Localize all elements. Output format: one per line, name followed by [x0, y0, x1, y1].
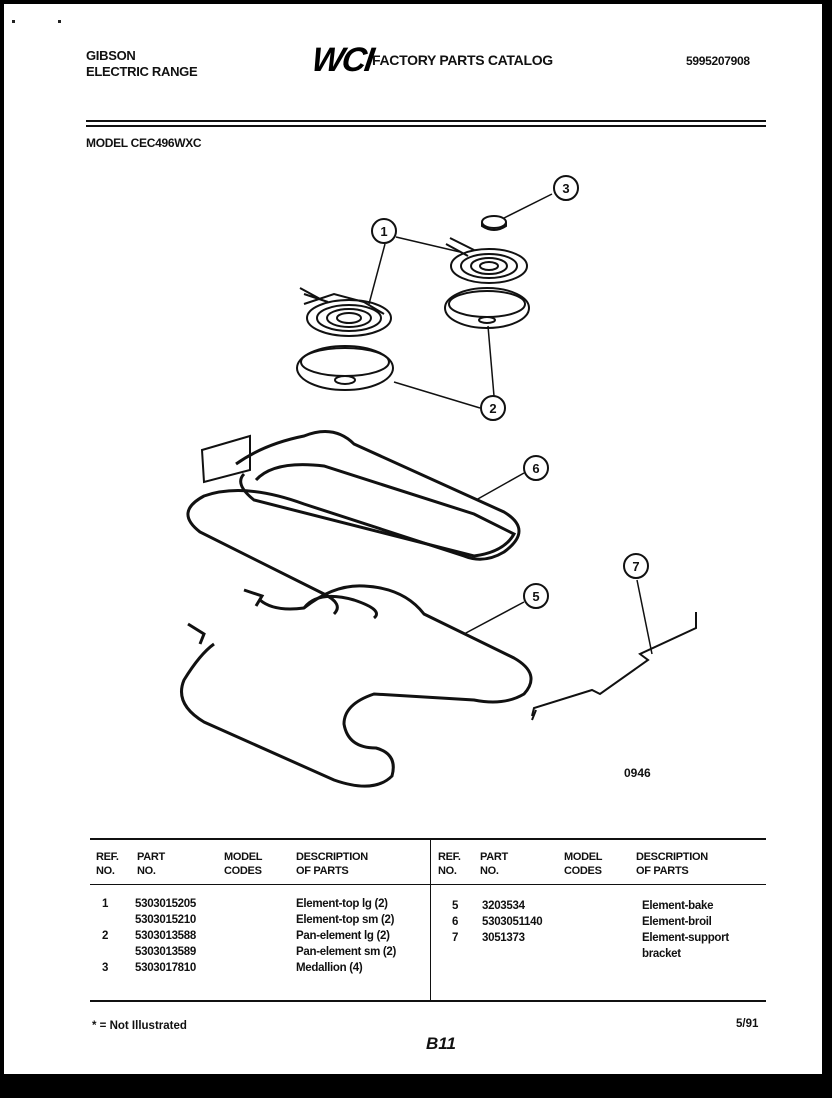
part-no: 5303015210	[135, 914, 196, 926]
part-no: 3051373	[482, 932, 525, 944]
part-no: 3203534	[482, 900, 525, 912]
ref-no: 7	[452, 932, 459, 944]
callout-2: 2	[489, 401, 496, 416]
part-no: 5303013589	[135, 946, 196, 958]
callout-3: 3	[562, 181, 569, 196]
callout-circles	[371, 175, 649, 609]
page-identifier: B11	[426, 1034, 456, 1053]
part-description: Element-top lg (2)	[296, 898, 388, 910]
table-divider	[430, 838, 431, 1002]
catalog-page: GIBSON ELECTRIC RANGE WCI FACTORY PARTS …	[4, 4, 822, 1074]
ref-no: 1	[102, 898, 109, 910]
part-description: Medallion (4)	[296, 962, 363, 974]
callout-7: 7	[632, 559, 639, 574]
table-header-rule	[90, 884, 766, 885]
col-ref-no: REF.NO.	[96, 851, 119, 877]
product-type: ELECTRIC RANGE	[86, 64, 198, 79]
brand-name: GIBSON	[86, 48, 136, 63]
drip-pan-right	[444, 287, 530, 329]
model-label: MODEL CEC496WXC	[86, 136, 202, 150]
part-no: 5303015205	[135, 898, 196, 910]
callout-leaders	[368, 193, 653, 655]
exploded-parts-diagram: 1 3 2 6 5 7	[180, 175, 697, 788]
broil-element	[186, 430, 521, 616]
callout-6: 6	[532, 461, 539, 476]
revision-date: 5/91	[736, 1018, 759, 1030]
part-description: bracket	[642, 948, 681, 960]
col-ref-no-right: REF.NO.	[438, 851, 461, 877]
ref-no: 6	[452, 916, 459, 928]
ref-no: 2	[102, 930, 109, 942]
catalog-number: 5995207908	[686, 54, 750, 68]
part-no: 5303051140	[482, 916, 543, 928]
not-illustrated-note: * = Not Illustrated	[92, 1020, 187, 1032]
part-no: 5303017810	[135, 962, 196, 974]
scan-speck	[12, 20, 15, 23]
part-description: Element-top sm (2)	[296, 914, 395, 926]
part-no: 5303013588	[135, 930, 196, 942]
part-description: Element-bake	[642, 900, 714, 912]
element-support-bracket	[531, 612, 697, 721]
surface-element-left	[299, 287, 392, 337]
header-rule	[86, 120, 766, 122]
header-rule	[86, 125, 766, 127]
part-description: Element-broil	[642, 916, 712, 928]
part-description: Pan-element sm (2)	[296, 946, 397, 958]
ref-no: 5	[452, 900, 459, 912]
surface-element-right	[445, 237, 528, 284]
table-top-rule	[90, 838, 766, 840]
drip-pan-left	[296, 345, 394, 391]
part-description: Element-support	[642, 932, 729, 944]
callout-1: 1	[380, 224, 387, 239]
brand-block: GIBSON ELECTRIC RANGE	[86, 48, 198, 80]
medallion	[481, 215, 507, 231]
bake-element	[180, 584, 533, 788]
ref-no: 3	[102, 962, 109, 974]
catalog-title: FACTORY PARTS CATALOG	[372, 52, 553, 68]
table-bottom-rule	[90, 1000, 766, 1002]
part-description: Pan-element lg (2)	[296, 930, 390, 942]
callout-5: 5	[532, 589, 539, 604]
figure-number: 0946	[624, 766, 651, 780]
scan-speck	[58, 20, 61, 23]
